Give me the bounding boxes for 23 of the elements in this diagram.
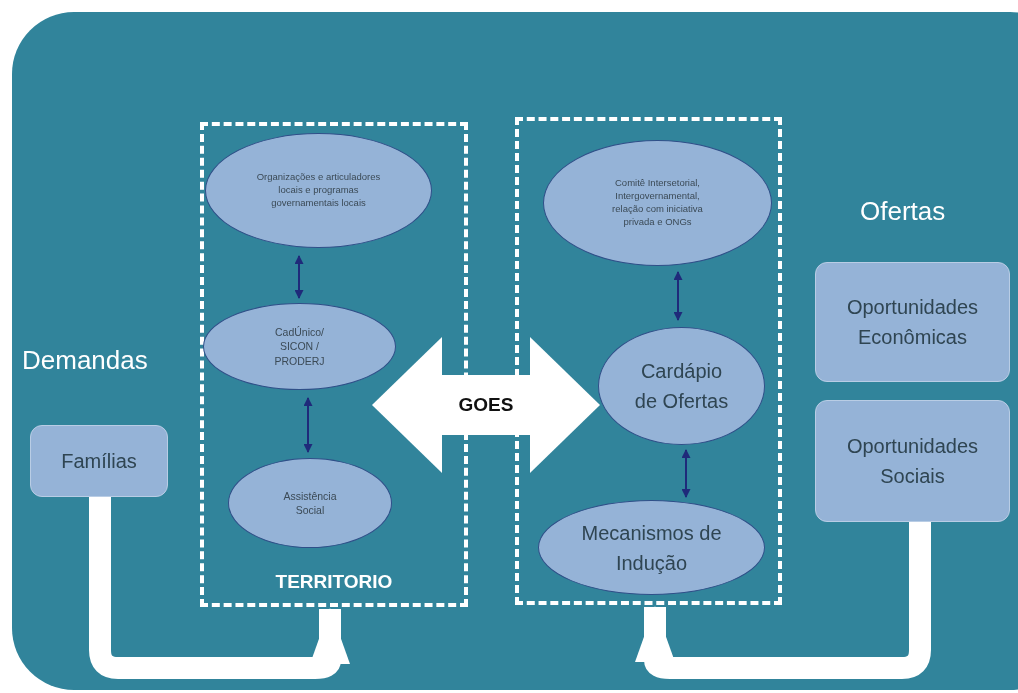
double-arrow [294, 255, 304, 299]
side-heading: Demandas [22, 345, 148, 376]
block-arrow [372, 337, 600, 473]
dashed-frame [515, 117, 782, 605]
block-arrow [89, 497, 350, 679]
side-heading: Ofertas [860, 196, 946, 227]
node-text: Famílias [61, 449, 137, 474]
node-text: Comitê Intersetorial, Intergovernamental, relação com iniciativa privada e ONGs [611, 177, 704, 229]
double-arrow [681, 449, 691, 498]
node-text: Cardápio de Ofertas [634, 359, 729, 414]
node-text: Oportunidades Sociais [845, 434, 980, 489]
frame-heading: TERRITORIO [274, 571, 394, 593]
rounded-box [815, 262, 1010, 382]
rounded-box [815, 400, 1010, 522]
node-text: Mecanismos de Indução [580, 520, 723, 576]
rounded-box [30, 425, 168, 497]
node-text: Organizações e articuladores locais e programas governamentais locais [255, 171, 382, 210]
node-text: Oportunidades Econômicas [845, 295, 980, 350]
node-text: Assistência Social [282, 488, 338, 518]
node-text: CadÚnico/ SICON / PRODERJ [273, 325, 326, 368]
double-arrow [303, 397, 313, 453]
double-arrow [673, 271, 683, 321]
block-arrow [635, 522, 931, 679]
